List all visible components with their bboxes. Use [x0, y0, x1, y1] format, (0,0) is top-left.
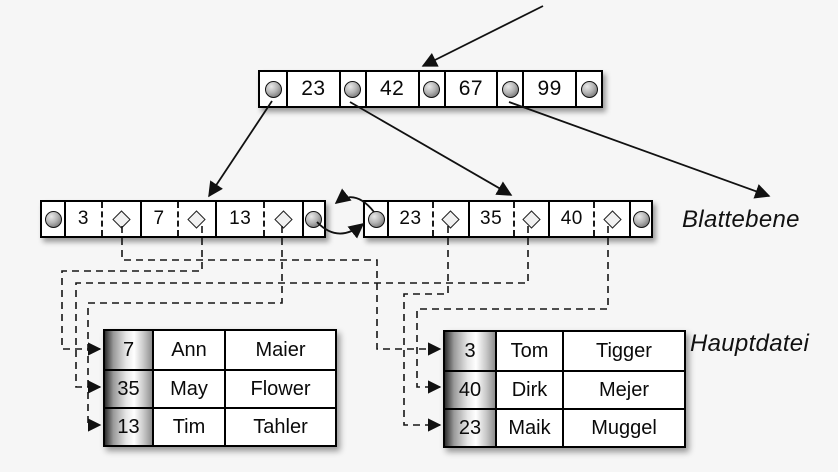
- record-first-name-cell: May: [152, 369, 224, 407]
- record-first-name-cell: Tom: [495, 332, 562, 370]
- record-pointer-icon: [274, 209, 293, 229]
- arrow-into-root: [421, 5, 544, 67]
- leaf-key: 23: [399, 208, 422, 229]
- leaf-node-right: 23 35 40: [363, 200, 653, 238]
- root-node: 23 42 67 99: [258, 70, 603, 108]
- leaf-key: 40: [560, 208, 583, 229]
- record-id-cell: 7: [105, 331, 152, 369]
- root-key-cell: 42: [364, 72, 418, 106]
- node-pointer-icon: [501, 80, 519, 98]
- node-pointer-icon: [264, 80, 282, 98]
- node-pointer-icon: [344, 80, 362, 98]
- label-leaf-level: Blattebene: [682, 206, 800, 233]
- node-pointer-icon: [580, 80, 598, 98]
- node-pointer-icon: [44, 210, 62, 228]
- arrow-root-to-left-leaf: [208, 100, 273, 198]
- leaf-node-left: 3 7 13: [40, 200, 326, 238]
- root-pointer-cell-0: [260, 72, 286, 106]
- root-key: 67: [458, 77, 484, 100]
- root-pointer-cell-1: [338, 72, 365, 106]
- root-key: 42: [379, 77, 405, 100]
- root-key-cell: 67: [443, 72, 497, 106]
- node-pointer-icon: [423, 80, 440, 98]
- record-pointer-icon: [112, 209, 131, 229]
- leaf-pointer-cell: [365, 202, 387, 236]
- record-first-name-cell: Ann: [152, 331, 224, 369]
- root-key-cell: 23: [286, 72, 339, 106]
- record-pointer-cell: [512, 202, 549, 236]
- record-table-left: 7 Ann Maier 35 May Flower 13 Tim Tahler: [103, 329, 337, 447]
- record-last-name-cell: Muggel: [562, 408, 684, 446]
- leaf-key: 35: [480, 208, 503, 229]
- record-first-name-cell: Maik: [495, 408, 562, 446]
- leaf-key-cell: 23: [387, 202, 432, 236]
- leaf-key-cell: 7: [139, 202, 177, 236]
- root-key: 23: [301, 77, 326, 100]
- node-pointer-icon: [632, 210, 650, 228]
- leaf-key: 13: [229, 208, 252, 229]
- label-main-file: Hauptdatei: [690, 330, 810, 357]
- record-first-name-cell: Tim: [152, 407, 224, 445]
- record-id-cell: 13: [105, 407, 152, 445]
- leaf-pointer-cell: [301, 202, 324, 236]
- record-last-name-cell: Flower: [224, 369, 335, 407]
- record-id-cell: 3: [445, 332, 495, 370]
- leaf-key: 7: [153, 208, 165, 229]
- record-pointer-icon: [441, 209, 460, 229]
- arrow-root-to-right-leaf: [349, 101, 513, 196]
- record-id-cell: 35: [105, 369, 152, 407]
- root-pointer-cell-3: [496, 72, 522, 106]
- leaf-key-cell: 3: [64, 202, 101, 236]
- root-key: 99: [537, 77, 562, 100]
- node-pointer-icon: [305, 210, 323, 228]
- record-pointer-cell: [100, 202, 140, 236]
- record-id-cell: 40: [445, 370, 495, 408]
- record-pointer-icon: [522, 209, 541, 229]
- record-pointer-icon: [602, 209, 622, 229]
- node-pointer-icon: [367, 210, 385, 228]
- record-last-name-cell: Mejer: [562, 370, 684, 408]
- record-last-name-cell: Maier: [224, 331, 335, 369]
- root-key-cell: 99: [522, 72, 575, 106]
- record-pointer-cell: [593, 202, 629, 236]
- leaf-key-cell: 13: [215, 202, 263, 236]
- leaf-key: 3: [77, 208, 89, 229]
- record-last-name-cell: Tigger: [562, 332, 684, 370]
- leaf-key-cell: 35: [467, 202, 513, 236]
- record-pointer-cell: [176, 202, 216, 236]
- record-link-key23-to-right-table-row3: [403, 226, 449, 432]
- leaf-key-cell: 40: [548, 202, 593, 236]
- record-first-name-cell: Dirk: [495, 370, 562, 408]
- leaf-pointer-cell: [42, 202, 64, 236]
- record-id-cell: 23: [445, 408, 495, 446]
- record-pointer-cell: [263, 202, 302, 236]
- root-pointer-cell-4: [575, 72, 601, 106]
- record-last-name-cell: Tahler: [224, 407, 335, 445]
- record-pointer-icon: [187, 209, 207, 229]
- record-table-right: 3 Tom Tigger 40 Dirk Mejer 23 Maik Mugge…: [443, 330, 686, 448]
- arrow-root-to-next-leaf: [508, 101, 771, 199]
- root-pointer-cell-2: [417, 72, 444, 106]
- record-pointer-cell: [431, 202, 468, 236]
- leaf-pointer-cell: [629, 202, 651, 236]
